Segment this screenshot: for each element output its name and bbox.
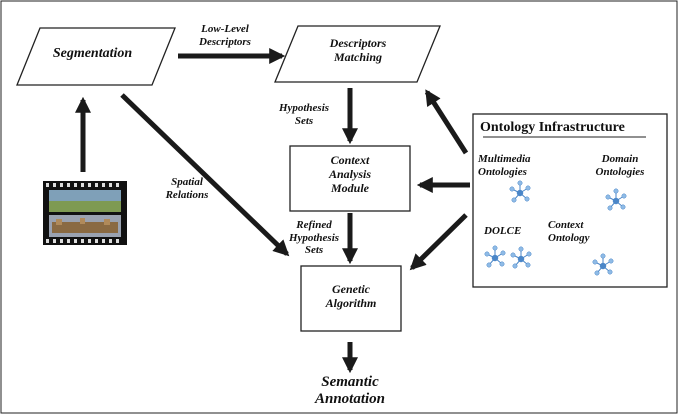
ontology-icons bbox=[484, 180, 627, 276]
refined-hypothesis-sets-label: Refined Hypothesis Sets bbox=[288, 219, 340, 257]
ontology-title: Ontology Infrastructure bbox=[480, 120, 625, 135]
low-level-descriptors-label: Low-Level Descriptors bbox=[199, 23, 251, 48]
ontology-graph-icon bbox=[510, 246, 532, 269]
genetic-algorithm-label: Genetic Algorithm bbox=[325, 282, 377, 310]
ontology-graph-icon bbox=[509, 180, 531, 203]
arrow-seg-to-genetic bbox=[120, 93, 290, 257]
arrow-ontology-to-genetic bbox=[409, 213, 468, 271]
segmentation-node bbox=[16, 27, 176, 86]
multimedia-ontologies-label: Multimedia Ontologies bbox=[478, 153, 531, 178]
dolce-label: DOLCE bbox=[484, 225, 522, 237]
arrow-ontology-to-matching bbox=[424, 89, 469, 155]
ontology-graph-icon bbox=[592, 253, 614, 276]
context-module-node bbox=[289, 145, 411, 212]
ontology-graph-icon bbox=[484, 245, 506, 268]
context-module-label: Context Analysis Module bbox=[328, 153, 371, 195]
arrows bbox=[74, 47, 470, 374]
descriptors-matching-label: Descriptors Matching bbox=[329, 36, 387, 64]
semantic-annotation-label: Semantic Annotation bbox=[314, 374, 386, 408]
segmentation-label: Segmentation bbox=[52, 46, 133, 61]
ontology-box bbox=[472, 113, 668, 288]
hypothesis-sets-label: Hypothesis Sets bbox=[278, 102, 330, 127]
context-ontology-label: Context Ontology bbox=[548, 219, 590, 244]
genetic-algorithm-node bbox=[300, 265, 402, 332]
video-film-strip bbox=[43, 181, 127, 245]
ontology-graph-icon bbox=[605, 188, 627, 211]
spatial-relations-label: Spatial Relations bbox=[165, 176, 209, 201]
domain-ontologies-label: Domain Ontologies bbox=[595, 153, 645, 178]
